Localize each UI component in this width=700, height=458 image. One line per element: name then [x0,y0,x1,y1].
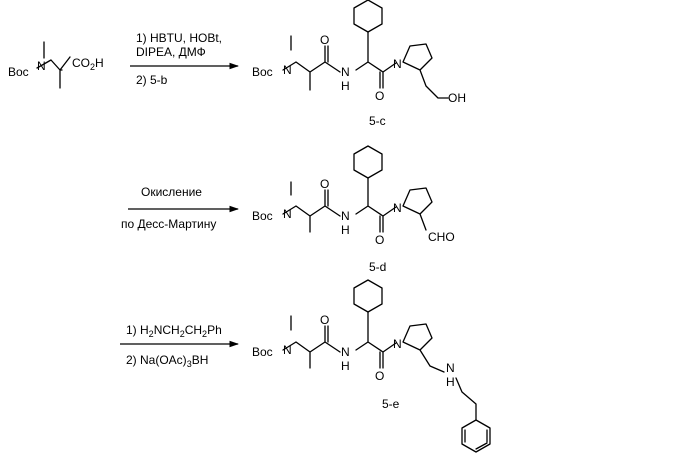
reaction-arrow-3: 1) H2NCH2CH2Ph 2) Na(OAc)3BH [120,323,238,369]
5c-backbone [283,32,396,90]
5e-nh-n: N [341,345,350,359]
5c-n: N [283,63,292,77]
5c-cyclohexyl [354,0,382,32]
product-5d: Boc N O N H O N CHO 5-d [252,146,455,274]
step3-line2: 2) Na(OAc)3BH [126,353,208,369]
5d-backbone [283,178,396,232]
compound-5c-label: 5-c [369,114,386,128]
5d-nh-n: N [341,209,350,223]
product-5e: Boc N O N H O N N H 5-e [252,280,490,452]
5e-nh-h: H [341,359,350,373]
5d-nh-h: H [341,223,350,237]
5c-o2: O [375,89,384,103]
5d-o2: O [375,233,384,247]
5e-cyclohexyl [354,280,382,312]
5c-o1: O [320,33,329,47]
5e-boc: Boc [252,345,273,359]
5d-cho: CHO [428,230,455,244]
sm-co2h: CO2H [72,56,104,72]
step1-line3: 2) 5-b [136,73,168,87]
5e-amine-h: H [446,375,455,389]
step1-line1: 1) HBTU, HOBt, [136,31,222,45]
5e-pyrrolidine [403,324,444,372]
5e-amine-n: N [446,361,455,375]
step3-line1: 1) H2NCH2CH2Ph [126,323,222,339]
5e-o1: O [320,313,329,327]
starting-material: Boc N CO2H [8,42,104,88]
sm-boc: Boc [8,65,29,79]
step2-line2: по Десс-Мартину [121,217,216,231]
reaction-arrow-2: Окисление по Десс-Мартину [121,185,238,231]
product-5c: Boc N O N H O N OH 5-c [252,0,466,128]
5d-n-pro: N [393,201,402,215]
5e-n: N [283,343,292,357]
compound-5d-label: 5-d [369,260,386,274]
5c-n-pro: N [393,57,402,71]
5c-oh: OH [448,91,466,105]
reaction-arrow-1: 1) HBTU, HOBt, DIPEA, ДМФ 2) 5-b [130,31,238,87]
sm-n: N [37,59,46,73]
5c-pyrrolidine [403,44,448,98]
5d-cyclohexyl [354,146,382,178]
5c-nh-h: H [341,79,350,93]
5c-nh-n: N [341,65,350,79]
compound-5e-label: 5-e [382,397,400,411]
5e-backbone [283,312,396,368]
step2-line1: Окисление [141,185,202,199]
5e-n-pro: N [393,337,402,351]
5d-pyrrolidine [403,188,432,230]
5e-phenethyl-chain [456,378,476,420]
5d-boc: Boc [252,209,273,223]
5d-o1: O [320,177,329,191]
5e-o2: O [375,369,384,383]
5c-boc: Boc [252,65,273,79]
step1-line2: DIPEA, ДМФ [136,45,206,59]
5e-phenyl-ring [462,420,490,452]
5d-n: N [283,207,292,221]
